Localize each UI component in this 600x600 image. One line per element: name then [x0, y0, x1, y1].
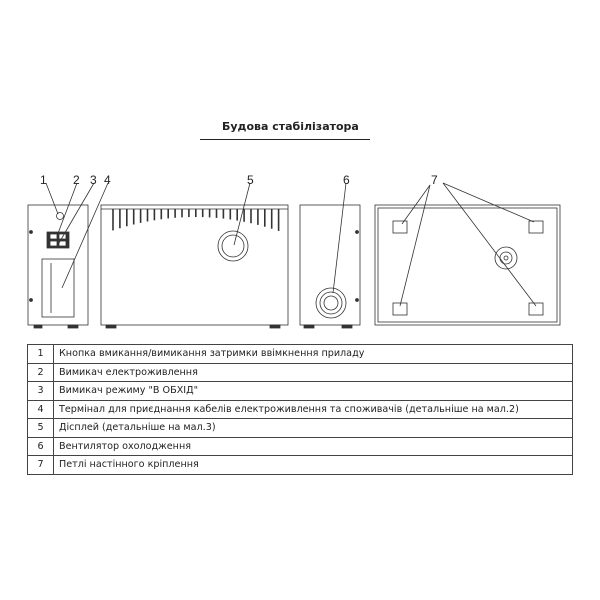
row-number: 5	[27, 418, 54, 438]
stabilizer-diagram: 1 2 3 4 5 6 7	[27, 173, 561, 329]
row-description: Петлі настінного кріплення	[53, 455, 573, 475]
right-side-view	[299, 182, 361, 329]
row-number: 7	[27, 455, 54, 475]
callout-5: 5	[247, 173, 254, 187]
callout-3: 3	[90, 173, 97, 187]
page-title: Будова стабілізатора	[222, 120, 359, 133]
callout-2: 2	[73, 173, 80, 187]
row-description: Дісплей (детальніше на мал.3)	[53, 418, 573, 438]
row-description: Вентилятор охолодження	[53, 436, 573, 456]
callout-1: 1	[40, 173, 47, 187]
back-view	[374, 182, 561, 326]
row-description: Кнопка вмикання/вимикання затримки ввімк…	[53, 344, 573, 364]
row-description: Вимикач режиму "В ОБХІД"	[53, 381, 573, 401]
callout-4: 4	[104, 173, 111, 187]
row-number: 1	[27, 344, 54, 364]
row-number: 6	[27, 436, 54, 456]
row-description: Термінал для приєднання кабелів електрож…	[53, 399, 573, 419]
row-number: 4	[27, 399, 54, 419]
row-number: 2	[27, 362, 54, 382]
row-description: Вимикач електроживлення	[53, 362, 573, 382]
title-underline	[200, 139, 370, 140]
callout-6: 6	[343, 173, 350, 187]
callout-7: 7	[431, 173, 438, 187]
front-view	[100, 182, 289, 329]
row-number: 3	[27, 381, 54, 401]
left-side-view	[27, 182, 109, 329]
